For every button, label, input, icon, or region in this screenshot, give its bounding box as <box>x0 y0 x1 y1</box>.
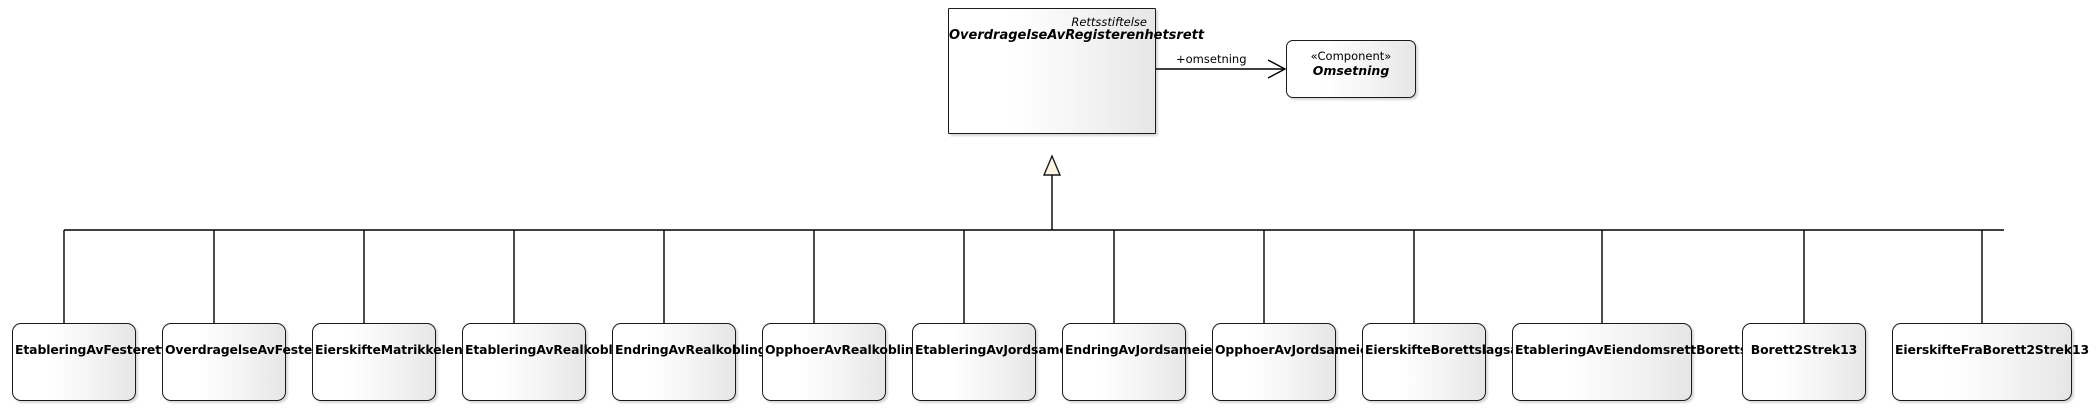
subclass-name: OverdragelseAvFesterett <box>165 342 339 357</box>
root-class-stereotype: Rettsstiftelse <box>1071 15 1147 29</box>
subclass-name: EtableringAvFesterett <box>15 342 167 357</box>
subclass-name: EierskifteMatrikkelenhet <box>315 342 486 357</box>
subclass-name: EtableringAvJordsameie <box>915 342 1081 357</box>
generalization-bus <box>63 229 2004 323</box>
subclass-name: OpphoerAvRealkobling <box>765 342 923 357</box>
component-name: Omsetning <box>1312 63 1390 78</box>
class-node-subclass[interactable]: EtableringAvEiendomsrettBorettslagsandel <box>1512 323 1814 401</box>
class-node-subclass[interactable]: EndringAvJordsameie <box>1062 323 1213 401</box>
class-node-subclass[interactable]: EndringAvRealkobling <box>612 323 767 401</box>
class-node-subclass[interactable]: EierskifteBorettslagsandel <box>1362 323 1549 401</box>
class-node-subclass[interactable]: Borett2Strek13 <box>1742 323 1866 401</box>
subclass-name: EtableringAvRealkobling <box>465 342 635 357</box>
class-node-subclass[interactable]: EierskifteMatrikkelenhet <box>312 323 486 401</box>
class-node-subclass[interactable]: OverdragelseAvFesterett <box>162 323 339 401</box>
class-node-subclass[interactable]: OpphoerAvJordsameie <box>1212 323 1369 401</box>
subclass-name: Borett2Strek13 <box>1750 342 1858 357</box>
root-class-name: OverdragelseAvRegisterenhetsrett <box>949 28 1205 43</box>
class-node-subclass[interactable]: OpphoerAvRealkobling <box>762 323 923 401</box>
association-label-omsetning: +omsetning <box>1176 52 1247 66</box>
class-node-root[interactable]: Rettsstiftelse OverdragelseAvRegisterenh… <box>948 8 1205 134</box>
subclass-name: EtableringAvEiendomsrettBorettslagsandel <box>1515 342 1814 357</box>
class-node-subclass[interactable]: EierskifteFraBorett2Strek13 <box>1892 323 2090 401</box>
subclass-name: EierskifteFraBorett2Strek13 <box>1895 342 2090 357</box>
subclass-name: EndringAvRealkobling <box>615 342 767 357</box>
subclass-name: OpphoerAvJordsameie <box>1215 342 1369 357</box>
class-node-subclass[interactable]: EtableringAvRealkobling <box>462 323 635 401</box>
component-stereotype: «Component» <box>1310 49 1392 63</box>
component-node-omsetning[interactable]: «Component» Omsetning <box>1286 40 1416 98</box>
class-node-subclass[interactable]: EtableringAvFesterett <box>12 323 167 401</box>
subclass-name: EierskifteBorettslagsandel <box>1365 342 1549 357</box>
generalization-arrowhead-icon <box>1042 154 1062 230</box>
class-node-subclass[interactable]: EtableringAvJordsameie <box>912 323 1081 401</box>
subclass-name: EndringAvJordsameie <box>1065 342 1213 357</box>
